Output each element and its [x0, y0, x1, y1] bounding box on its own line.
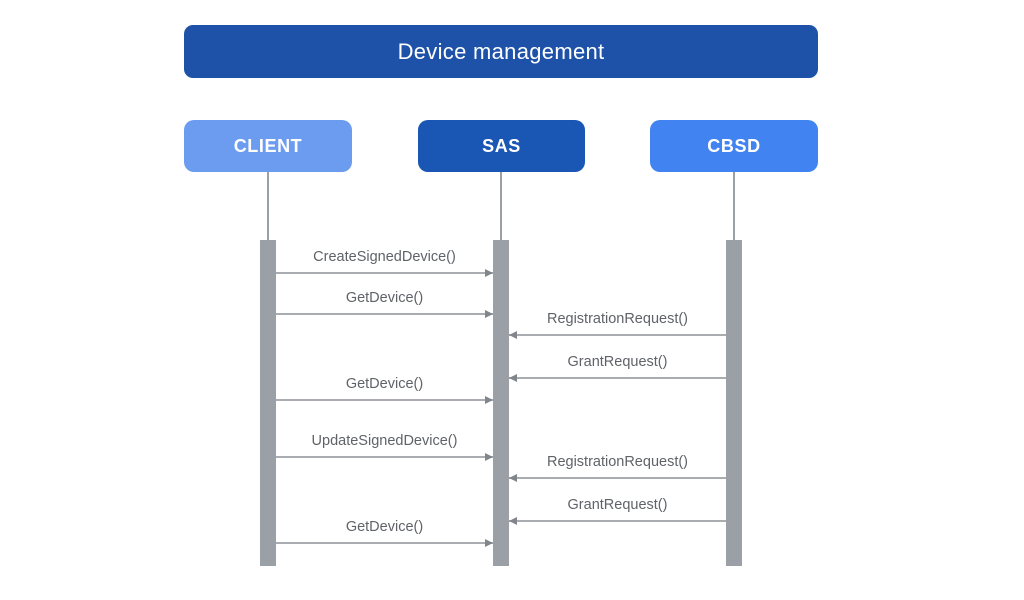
message-line — [509, 334, 726, 336]
activation-bar-sas — [493, 240, 509, 566]
actor-label-cbsd: CBSD — [707, 135, 761, 156]
message-label: GetDevice() — [345, 376, 424, 392]
actor-box-cbsd: CBSD — [650, 120, 818, 172]
message-arrowhead-right-icon — [485, 539, 493, 547]
message-arrowhead-left-icon — [509, 474, 517, 482]
activation-bar-cbsd — [726, 240, 742, 566]
message-line — [276, 272, 493, 274]
activation-bar-client — [260, 240, 276, 566]
lifeline-sas — [500, 172, 502, 240]
message-label: RegistrationRequest() — [546, 454, 689, 470]
message-label: GetDevice() — [345, 519, 424, 535]
lifeline-cbsd — [733, 172, 735, 240]
actor-label-sas: SAS — [482, 135, 521, 156]
message-line — [276, 399, 493, 401]
message-arrowhead-right-icon — [485, 396, 493, 404]
actor-box-sas: SAS — [418, 120, 585, 172]
diagram-title: Device management — [397, 38, 605, 64]
message-arrowhead-right-icon — [485, 310, 493, 318]
message-line — [276, 456, 493, 458]
message-arrowhead-right-icon — [485, 453, 493, 461]
message-line — [509, 520, 726, 522]
diagram-title-banner: Device management — [184, 25, 818, 78]
message-label: GrantRequest() — [567, 354, 668, 370]
message-arrowhead-left-icon — [509, 331, 517, 339]
message-arrowhead-right-icon — [485, 269, 493, 277]
message-label: CreateSignedDevice() — [313, 249, 456, 265]
message-arrowhead-left-icon — [509, 517, 517, 525]
actor-box-client: CLIENT — [184, 120, 352, 172]
message-label: RegistrationRequest() — [546, 311, 689, 327]
lifeline-client — [267, 172, 269, 240]
message-line — [276, 313, 493, 315]
actor-label-client: CLIENT — [233, 135, 303, 156]
message-line — [509, 477, 726, 479]
message-line — [509, 377, 726, 379]
message-arrowhead-left-icon — [509, 374, 517, 382]
message-label: UpdateSignedDevice() — [311, 433, 458, 449]
message-label: GetDevice() — [345, 290, 424, 306]
message-line — [276, 542, 493, 544]
message-label: GrantRequest() — [567, 497, 668, 513]
